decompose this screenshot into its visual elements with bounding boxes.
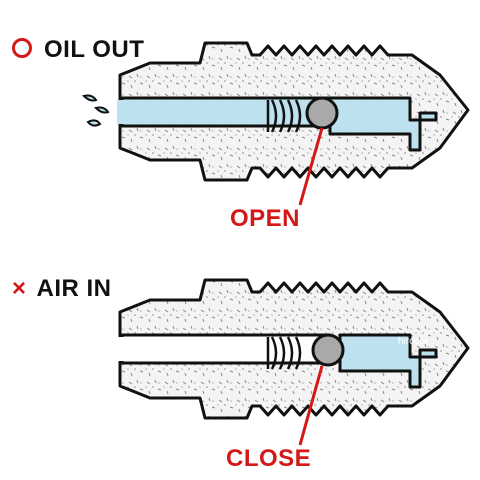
cross-icon: × xyxy=(12,275,27,302)
oil-channel-2 xyxy=(338,333,438,389)
panel-2-state-label: CLOSE xyxy=(226,445,312,472)
open-circle-icon xyxy=(12,38,32,58)
panel-1-state-label: OPEN xyxy=(230,205,301,232)
spring-2 xyxy=(266,336,302,370)
panel-2-title: AIR IN xyxy=(36,275,112,302)
pointer-line-1 xyxy=(298,127,324,206)
pointer-line-2 xyxy=(298,365,324,446)
watermark: hirochi xyxy=(398,336,427,347)
panel-1-title: OIL OUT xyxy=(44,36,145,63)
oil-spray-icon xyxy=(82,94,110,127)
spring-1 xyxy=(266,99,302,133)
panel-1-title-row: OIL OUT xyxy=(12,36,144,64)
valve-closed: hirochi xyxy=(117,278,470,446)
valve-open xyxy=(82,41,470,206)
check-ball-1 xyxy=(305,96,339,130)
panel-2-title-row: × AIR IN xyxy=(12,275,112,303)
check-ball-2 xyxy=(311,333,345,367)
